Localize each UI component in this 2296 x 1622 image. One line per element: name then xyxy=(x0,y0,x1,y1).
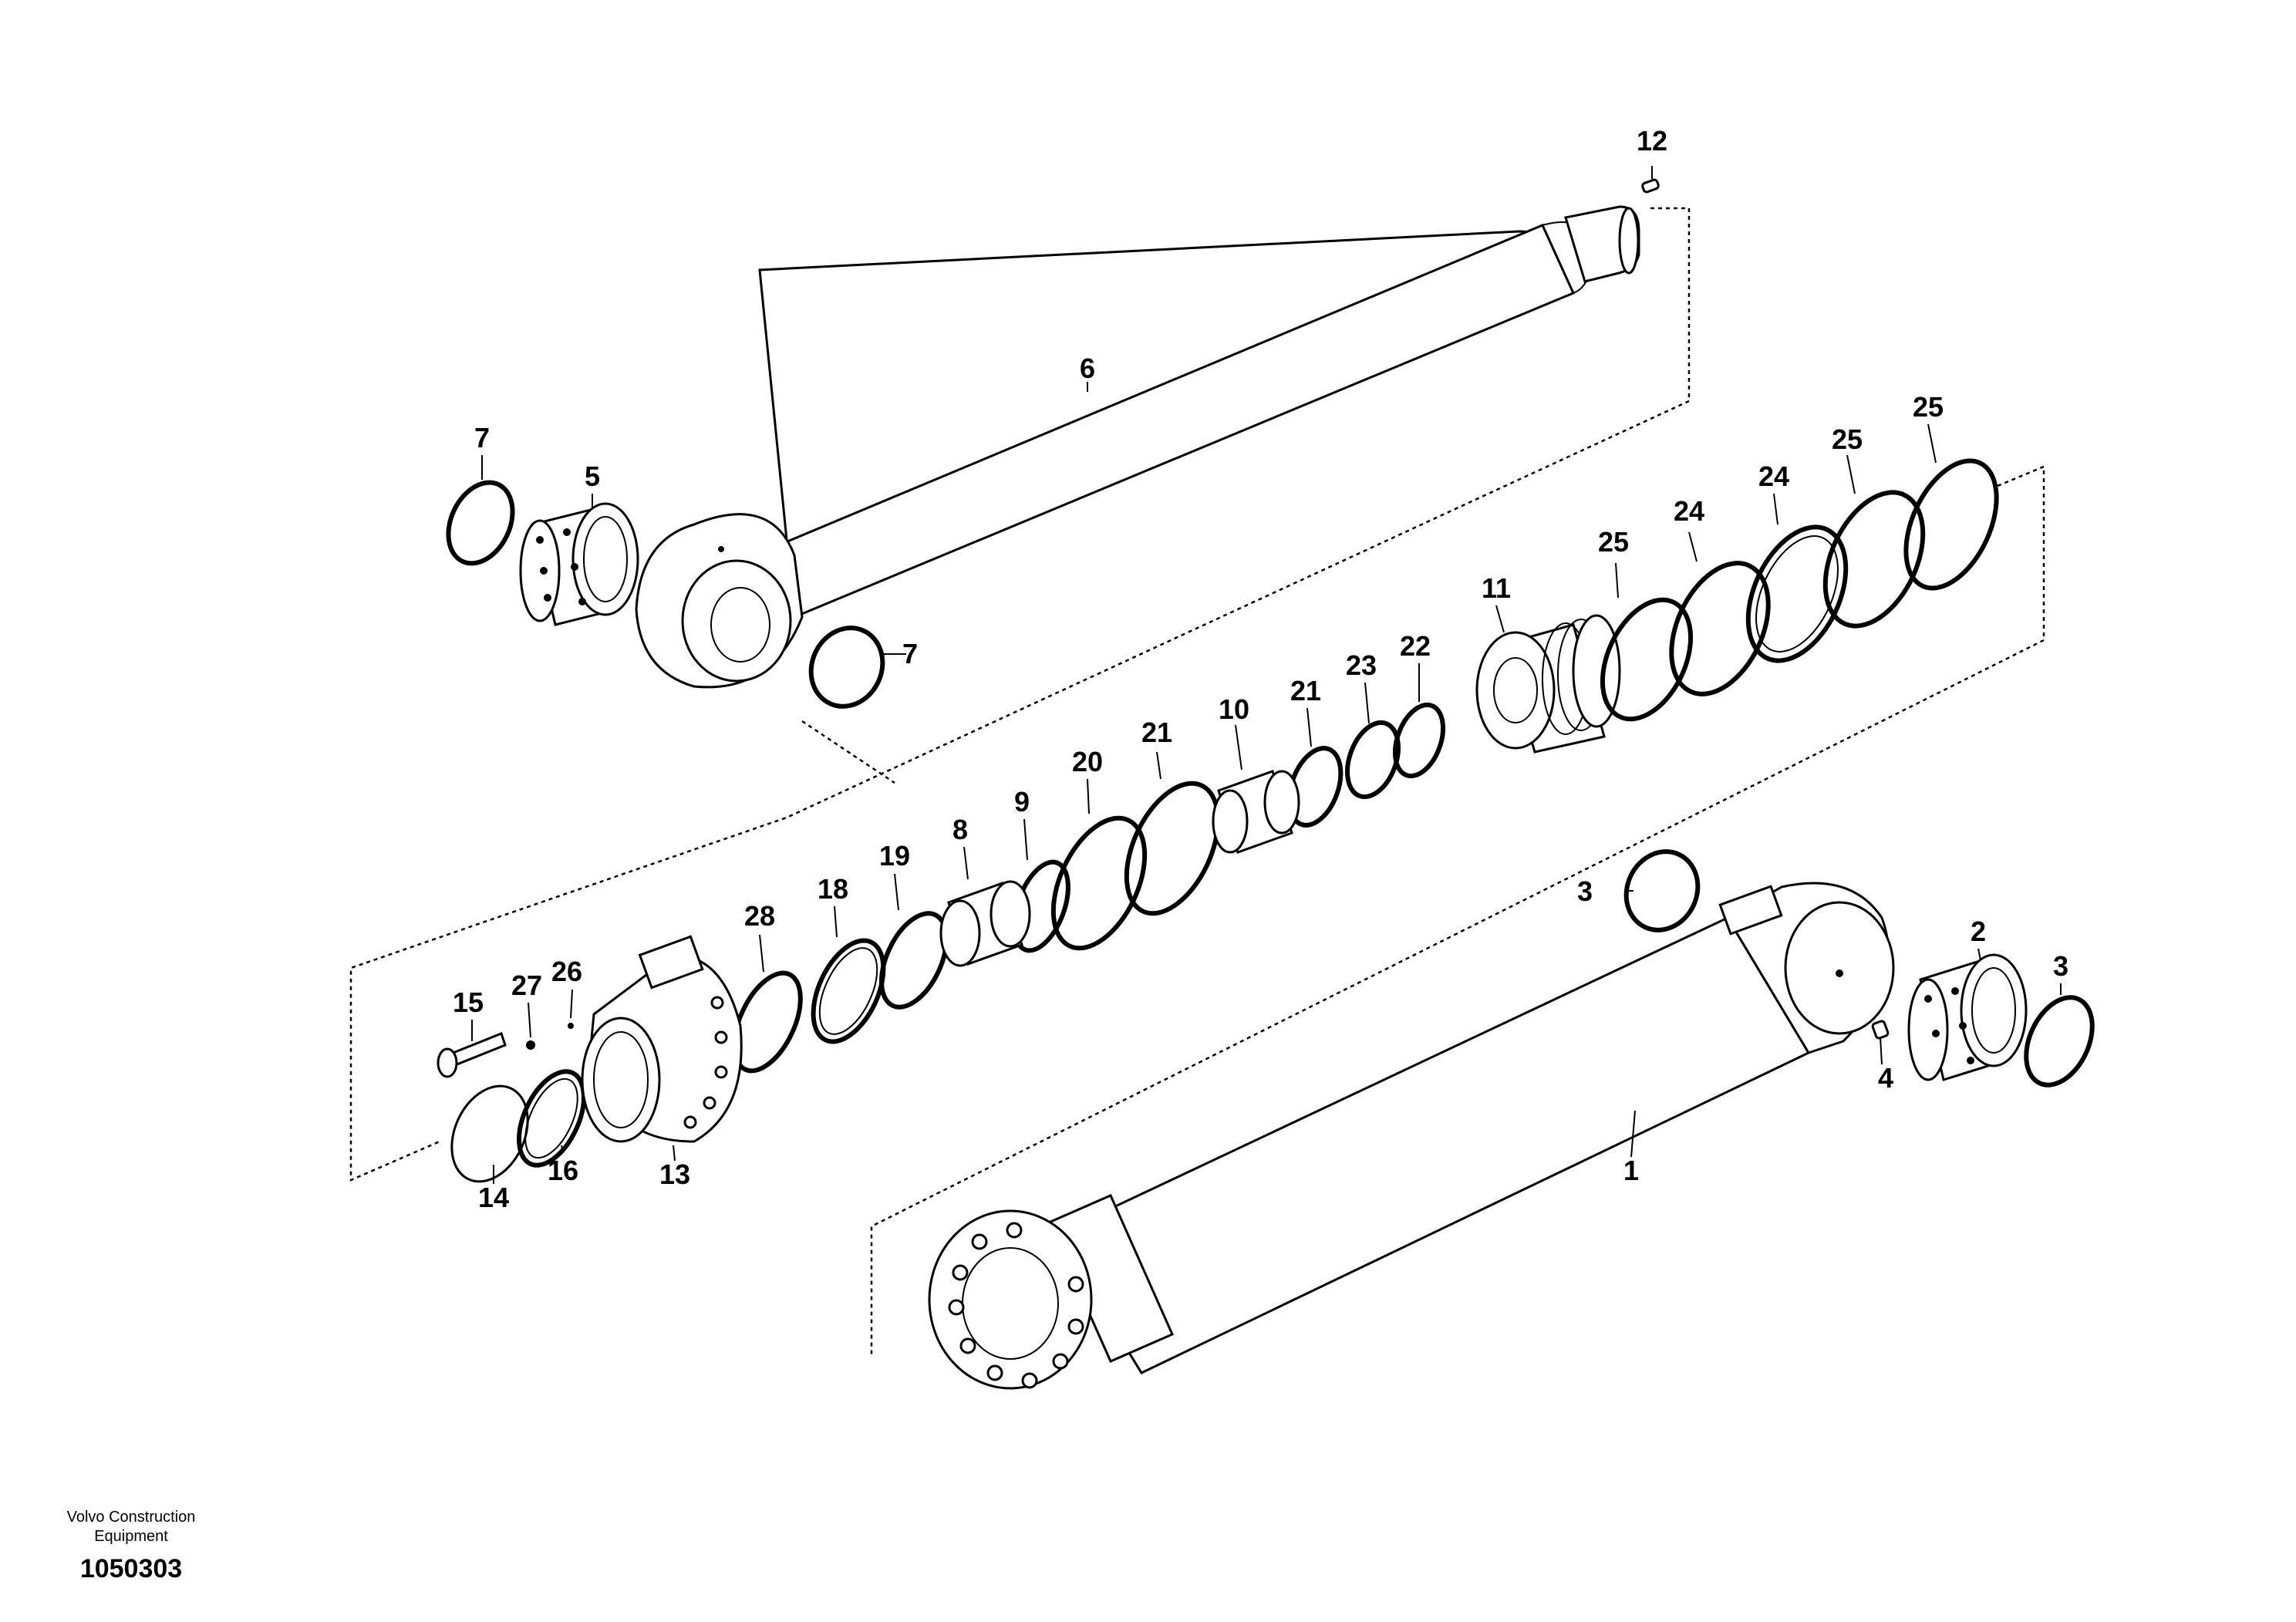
ring-part-28 xyxy=(732,970,803,1074)
callout-22: 23 xyxy=(1346,649,1377,681)
ring-part-19 xyxy=(1050,815,1148,951)
callout-17: 18 xyxy=(818,873,848,905)
assembly-guide-lines xyxy=(349,207,2045,1357)
leader-lines xyxy=(471,166,2062,1184)
callout-23: 24 xyxy=(1758,460,1789,492)
callout-2: 2 xyxy=(1971,916,1986,947)
ball-part-27 xyxy=(526,1040,535,1050)
sleeve-part-9 xyxy=(939,880,1031,967)
callout-8: 13 xyxy=(659,1158,690,1190)
callout-3-right: 3 xyxy=(2053,950,2068,982)
callout-24-a: 24 xyxy=(1674,495,1704,527)
sleeve-part-12 xyxy=(1212,770,1300,854)
callout-25-a: 25 xyxy=(1598,526,1629,558)
callout-13: 11 xyxy=(1482,572,1511,604)
company-name-line2: Equipment xyxy=(94,1528,168,1545)
ring-part-25a xyxy=(1600,597,1694,722)
callout-15: 15 xyxy=(453,986,484,1018)
cylinder-head-part-8 xyxy=(581,935,743,1143)
ring-part-10 xyxy=(450,1084,529,1183)
callout-26: 26 xyxy=(551,956,582,987)
callout-3-left: 3 xyxy=(1577,875,1593,907)
piston-part-13 xyxy=(1475,614,1621,754)
seal-rings xyxy=(450,458,1999,1183)
callout-10: 14 xyxy=(478,1182,509,1213)
callout-11: 9 xyxy=(1014,786,1030,818)
callout-25-b: 25 xyxy=(1913,391,1944,423)
callout-19: 20 xyxy=(1072,746,1103,777)
cylinder-tube-part-1 xyxy=(928,882,1895,1390)
callout-28: 28 xyxy=(744,900,775,932)
callout-6: 5 xyxy=(585,460,600,492)
ring-part-21b xyxy=(1392,702,1446,779)
ring-part-25b xyxy=(1903,458,1999,591)
bushing-part-6 xyxy=(519,502,639,626)
ring-part-3-right xyxy=(2024,995,2095,1088)
callout-9: 8 xyxy=(952,814,968,845)
callout-1: 1 xyxy=(1623,1155,1639,1186)
ring-part-17 xyxy=(811,938,886,1044)
callout-5: 6 xyxy=(1080,352,1095,384)
company-name-line1: Volvo Construction xyxy=(66,1509,196,1526)
callout-12: 10 xyxy=(1219,693,1249,725)
callout-20: 21 xyxy=(1141,717,1172,748)
bolt-part-15 xyxy=(437,1032,507,1078)
callout-7-right: 7 xyxy=(902,638,918,669)
callout-4: 4 xyxy=(1878,1062,1893,1094)
callout-16: 16 xyxy=(548,1155,578,1186)
callout-21-b: 22 xyxy=(1400,630,1431,662)
drawing-number: 1050303 xyxy=(79,1554,183,1583)
callout-7-left: 7 xyxy=(474,422,490,454)
piston-rod-part-5 xyxy=(635,205,1640,689)
pin-part-14 xyxy=(1641,178,1660,194)
plug-part-26 xyxy=(568,1023,574,1029)
ring-part-23 xyxy=(1745,524,1849,663)
ring-part-24a xyxy=(1669,561,1771,696)
ring-part-7-left xyxy=(446,480,515,566)
grease-nipple-part-4 xyxy=(1871,1020,1890,1040)
callouts: 12 6 7 5 7 11 25 24 24 25 25 22 23 21 10… xyxy=(453,125,2068,1213)
ring-part-22 xyxy=(1345,720,1401,800)
callout-14: 12 xyxy=(1637,125,1667,157)
callout-24-b: 25 xyxy=(1832,423,1863,455)
bushing-part-2 xyxy=(1907,953,2028,1081)
callout-18: 19 xyxy=(879,840,910,872)
footer: Volvo Construction Equipment 1050303 xyxy=(31,1508,231,1584)
ring-part-3-top xyxy=(1623,849,1701,932)
ring-part-20 xyxy=(1124,781,1221,916)
callout-21-a: 21 xyxy=(1290,675,1321,706)
ring-part-7-right xyxy=(808,626,885,709)
ring-part-18 xyxy=(879,911,949,1010)
callout-27: 27 xyxy=(511,969,542,1001)
